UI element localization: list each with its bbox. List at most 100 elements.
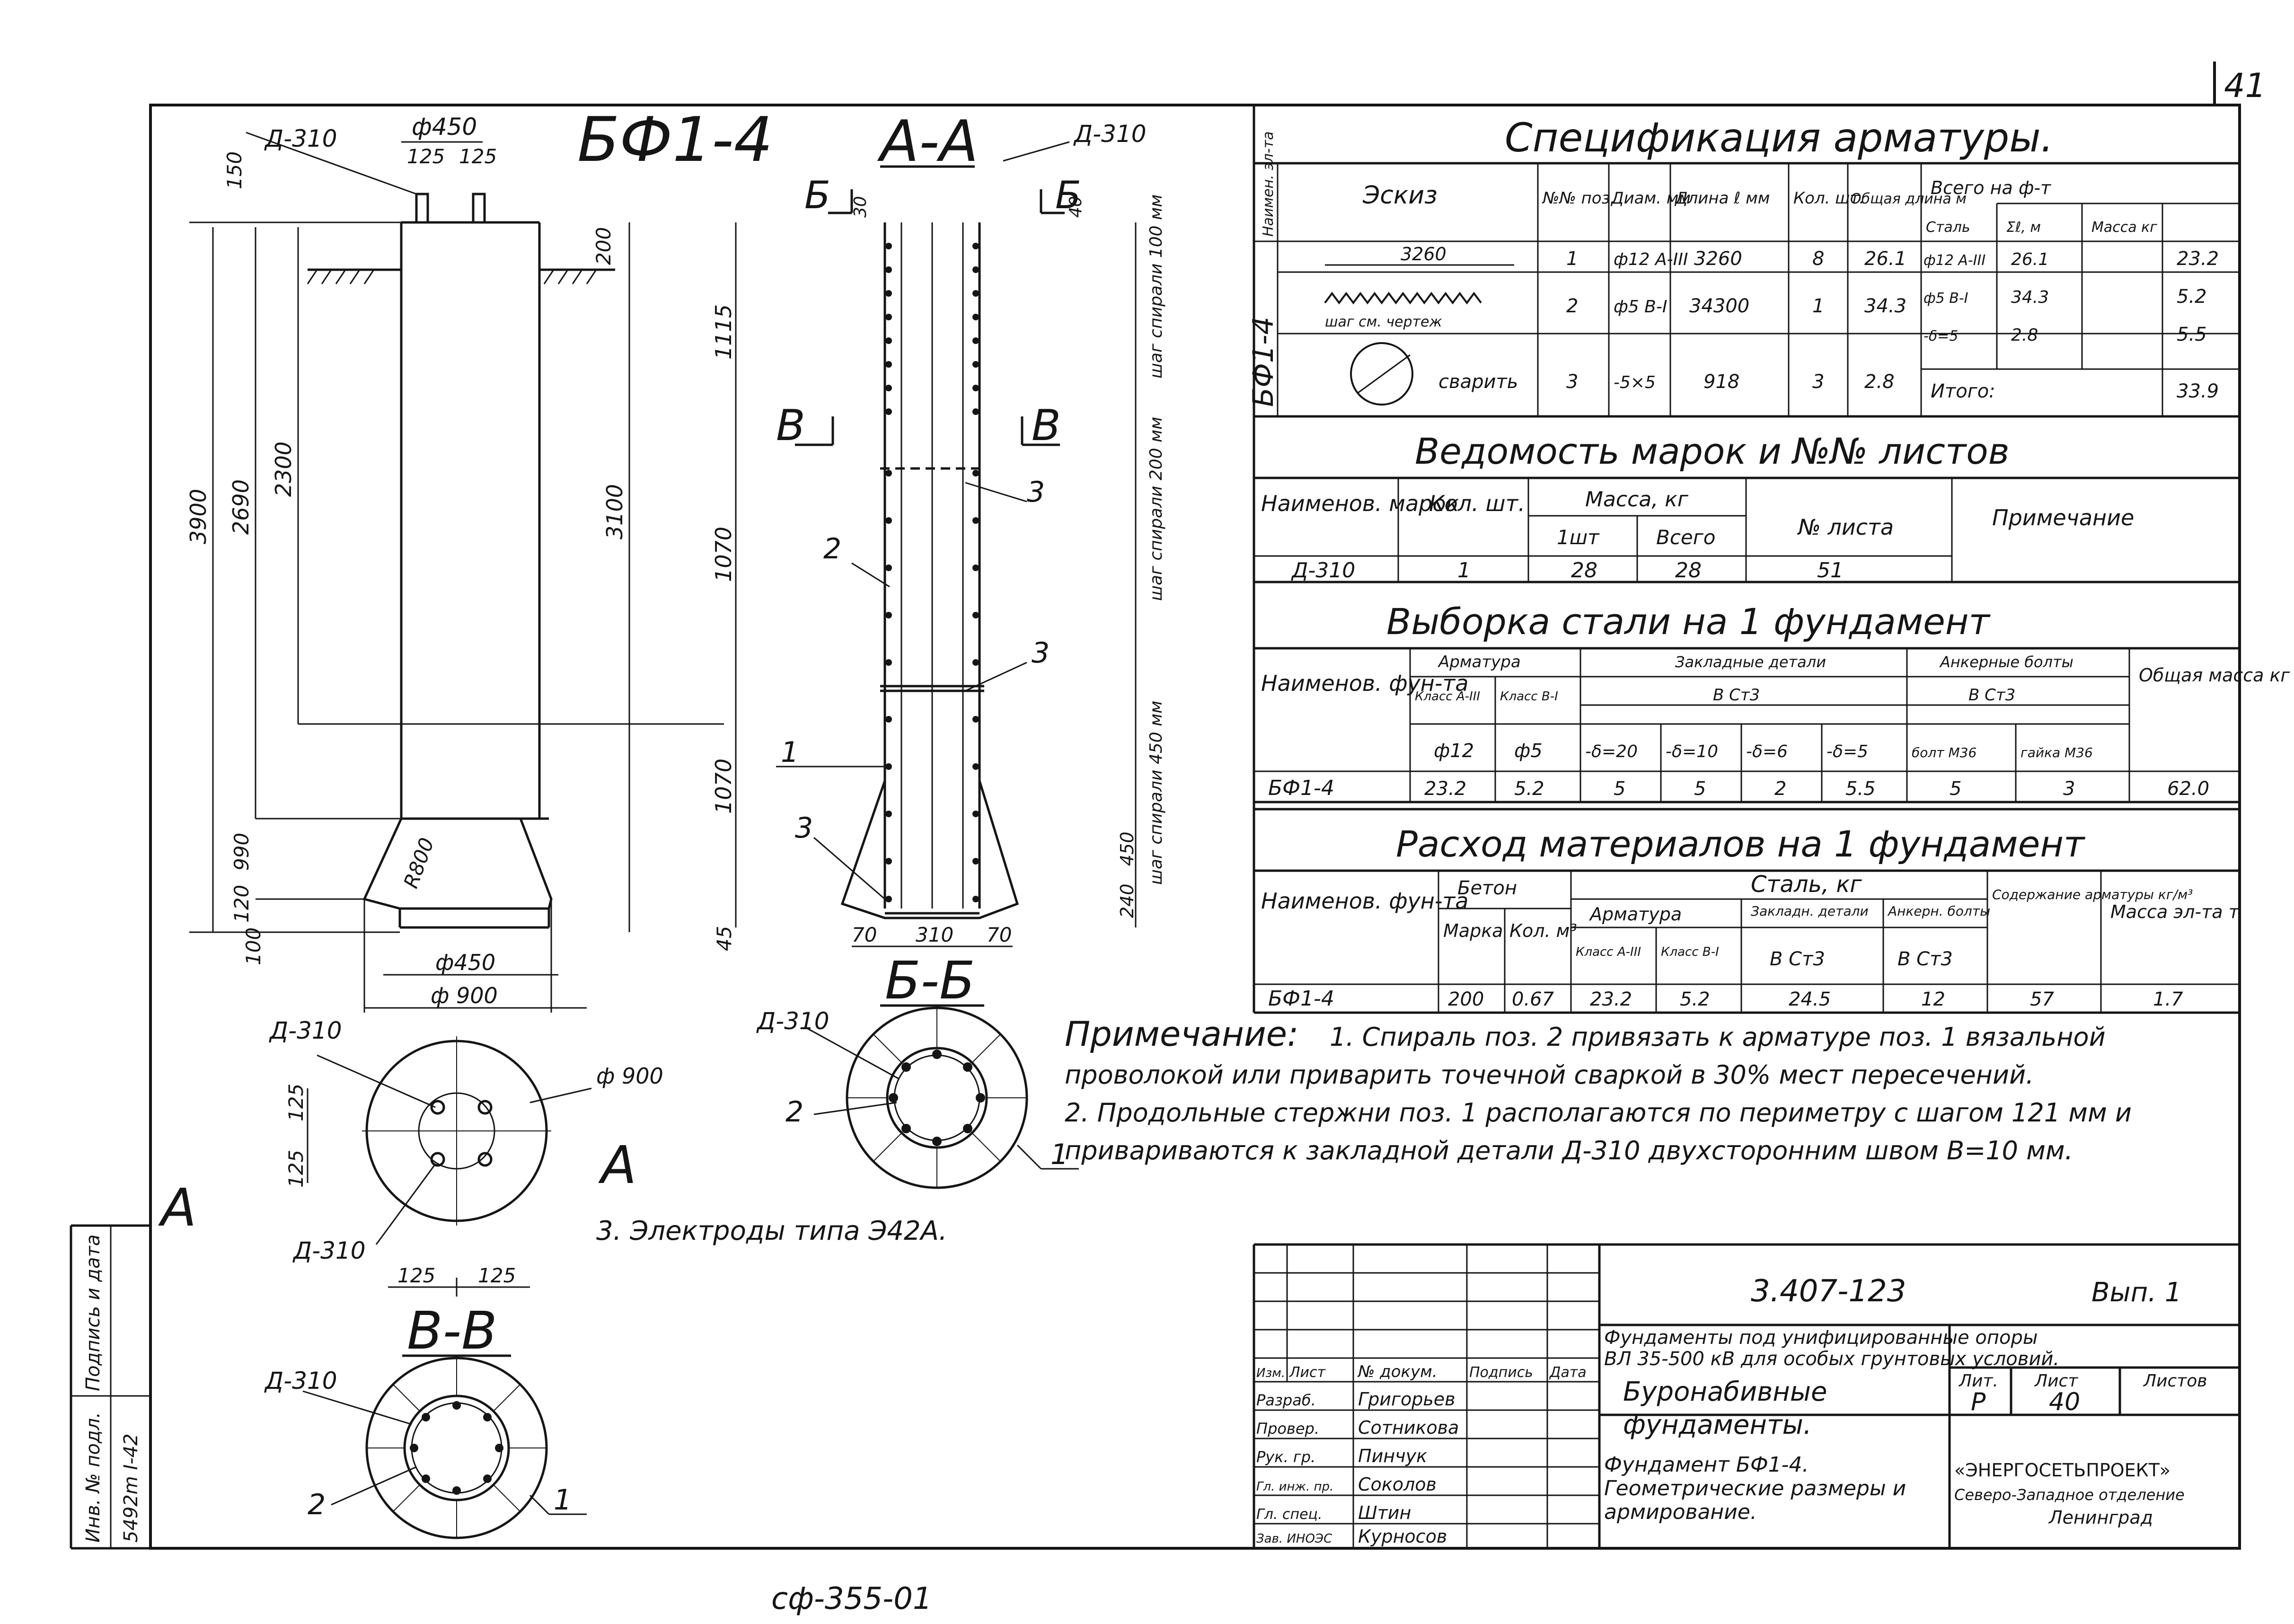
- section-aa-dim-1115: 1115: [711, 304, 736, 360]
- marks-h-qty: Кол. шт.: [1429, 491, 1525, 516]
- tb-sheet: 40: [2049, 1388, 2080, 1416]
- materials-h-cla: Класс А-III: [1576, 945, 1641, 959]
- tb-role-4: Гл. спец.: [1256, 1506, 1322, 1523]
- section-aa-pitch-note2: шаг спирали 200 мм: [1147, 417, 1166, 601]
- spec-r2-qty: 1: [1812, 295, 1824, 317]
- view-a-width-125a: 125: [397, 1264, 435, 1287]
- main-dim-150: 150: [223, 151, 246, 189]
- tb-title1: Буронабивные: [1623, 1377, 1827, 1407]
- tb-drawing3: армирование.: [1604, 1500, 1757, 1524]
- view-a-dim-125a: 125: [284, 1084, 308, 1121]
- spec-table: Спецификация арматуры. Наимен. эл-та Эск…: [1247, 105, 2240, 809]
- tb-org3: Ленинград: [2048, 1507, 2153, 1528]
- tb-name-5: Курносов: [1358, 1526, 1447, 1547]
- section-aa-cut-b-left: Б: [804, 173, 830, 217]
- main-dim-3100: 3100: [602, 484, 627, 539]
- bottom-stamp: сф-355-01: [771, 1581, 932, 1616]
- view-a-diam: ф 900: [596, 1063, 663, 1089]
- materials-row-anc: 12: [1921, 989, 1945, 1010]
- tb-change-h-4: Дата: [1549, 1364, 1587, 1381]
- tb-name-3: Соколов: [1358, 1474, 1437, 1495]
- binding-label-inv: Инв. № подл.: [82, 1412, 104, 1543]
- section-aa-dim-30: 30: [851, 196, 870, 218]
- section-aa-cut-b-right: Б: [1055, 173, 1081, 217]
- spec-r1-pos: 1: [1566, 248, 1578, 270]
- spec-r2-diam: ф5 В-I: [1614, 297, 1667, 317]
- section-aa-dim-310: 310: [916, 923, 953, 946]
- section-bb-pos1: 1: [1050, 1138, 1068, 1171]
- marks-h-all: Всего: [1656, 526, 1716, 549]
- spec-r3-mass: 5.5: [2177, 324, 2207, 345]
- section-aa-dim-450: 450: [1117, 831, 1138, 866]
- materials-h-grade: Марка: [1443, 920, 1503, 941]
- section-vv-title: В-В: [407, 1300, 497, 1361]
- view-a-label-left: А: [158, 1177, 196, 1238]
- spec-total-label: Итого:: [1931, 380, 1995, 402]
- spec-r3-pos: 3: [1566, 371, 1578, 393]
- steel-table: Выборка стали на 1 фундамент Наименов. ф…: [1254, 600, 2290, 803]
- spec-r3-len: 918: [1703, 371, 1739, 393]
- tb-change-h-1: Лист: [1289, 1364, 1326, 1381]
- materials-h-content: Содержание арматуры кг/м³: [1992, 887, 2193, 902]
- materials-row-emb: 24.5: [1789, 989, 1831, 1010]
- spec-r1-mass: 23.2: [2177, 248, 2219, 270]
- steel-row-name: БФ1-4: [1268, 776, 1334, 800]
- steel-h-rebar: Арматура: [1438, 653, 1521, 671]
- materials-h-vol: Кол. м³: [1509, 920, 1577, 941]
- main-view: БФ1-4: [185, 104, 773, 1013]
- spec-col-total-len: Общая длина м: [1850, 191, 1967, 207]
- spec-r2-mass: 5.2: [2177, 286, 2207, 308]
- marks-h-1pc: 1шт: [1557, 526, 1600, 549]
- main-dim-200: 200: [592, 227, 615, 265]
- spec-r2-len: 34300: [1689, 295, 1749, 317]
- materials-h-anchor: Анкерн. болты: [1887, 903, 1990, 919]
- binding-inv-value: 5492m I-42: [120, 1433, 142, 1543]
- section-aa-dim-40: 40: [1066, 196, 1085, 218]
- section-aa-pitch-note3: шаг спирали 450 мм: [1147, 701, 1166, 885]
- spec-r2-sketch: шаг см. чертеж: [1325, 314, 1442, 330]
- spec-r2-pos: 2: [1566, 295, 1578, 317]
- section-vv-pos1: 1: [554, 1483, 572, 1517]
- materials-h-rebar: Арматура: [1588, 904, 1682, 925]
- main-dim-r800: R800: [399, 835, 438, 891]
- section-aa-pitch-note1: шаг спирали 100 мм: [1147, 194, 1166, 379]
- spec-r3-diam: -5×5: [1614, 373, 1656, 392]
- section-aa-cut-v-right: В: [1032, 401, 1061, 450]
- materials-row-b1: 5.2: [1680, 989, 1710, 1010]
- materials-row-name: БФ1-4: [1268, 987, 1334, 1011]
- tb-drawing2: Геометрические размеры и: [1604, 1476, 1906, 1500]
- steel-row-a12: 23.2: [1424, 778, 1466, 800]
- tb-change-h-0: Изм.: [1256, 1366, 1285, 1380]
- spec-r1-total: 26.1: [1864, 248, 1906, 270]
- marks-row-name: Д-310: [1291, 558, 1355, 583]
- tb-name-2: Пинчук: [1358, 1446, 1427, 1466]
- spec-element: БФ1-4: [1247, 317, 1280, 407]
- tb-role-1: Провер.: [1256, 1420, 1319, 1438]
- materials-h-st3b: В Ст3: [1897, 948, 1953, 970]
- spec-sub-mass: Масса кг: [2091, 219, 2157, 236]
- section-bb-title: Б-Б: [885, 950, 975, 1011]
- marks-h-sheet: № листа: [1797, 514, 1894, 540]
- section-aa-pos1: 1: [781, 736, 799, 769]
- main-dim-half2: 125: [459, 145, 497, 168]
- main-dim-120: 120: [230, 885, 253, 923]
- view-a-label-right: А: [598, 1135, 636, 1195]
- materials-h-name: Наименов. фун-та: [1261, 888, 1468, 914]
- materials-h-clb: Класс В-I: [1661, 945, 1719, 959]
- steel-h-e5: -δ=5: [1826, 742, 1868, 761]
- spec-r1-diam: ф12 А-III: [1614, 250, 1688, 269]
- spec-r1-sketch: 3260: [1401, 244, 1447, 265]
- tb-name-4: Штин: [1358, 1502, 1411, 1523]
- main-dim-half1: 125: [407, 145, 445, 168]
- notes-title: Примечание:: [1065, 1014, 1298, 1054]
- steel-row-e10: 5: [1694, 778, 1706, 800]
- spec-col-sketch: Эскиз: [1362, 181, 1438, 210]
- sheet-frame: [149, 104, 2241, 1550]
- marks-h-mass: Масса, кг: [1585, 487, 1689, 512]
- tb-issue: Вып. 1: [2091, 1277, 2181, 1308]
- marks-h-note: Примечание: [1992, 505, 2134, 530]
- tb-org1: «ЭНЕРГОСЕТЬПРОЕКТ»: [1954, 1460, 2170, 1481]
- materials-row-a3: 23.2: [1590, 989, 1632, 1010]
- spec-col-diam: Диам. мм: [1610, 189, 1691, 208]
